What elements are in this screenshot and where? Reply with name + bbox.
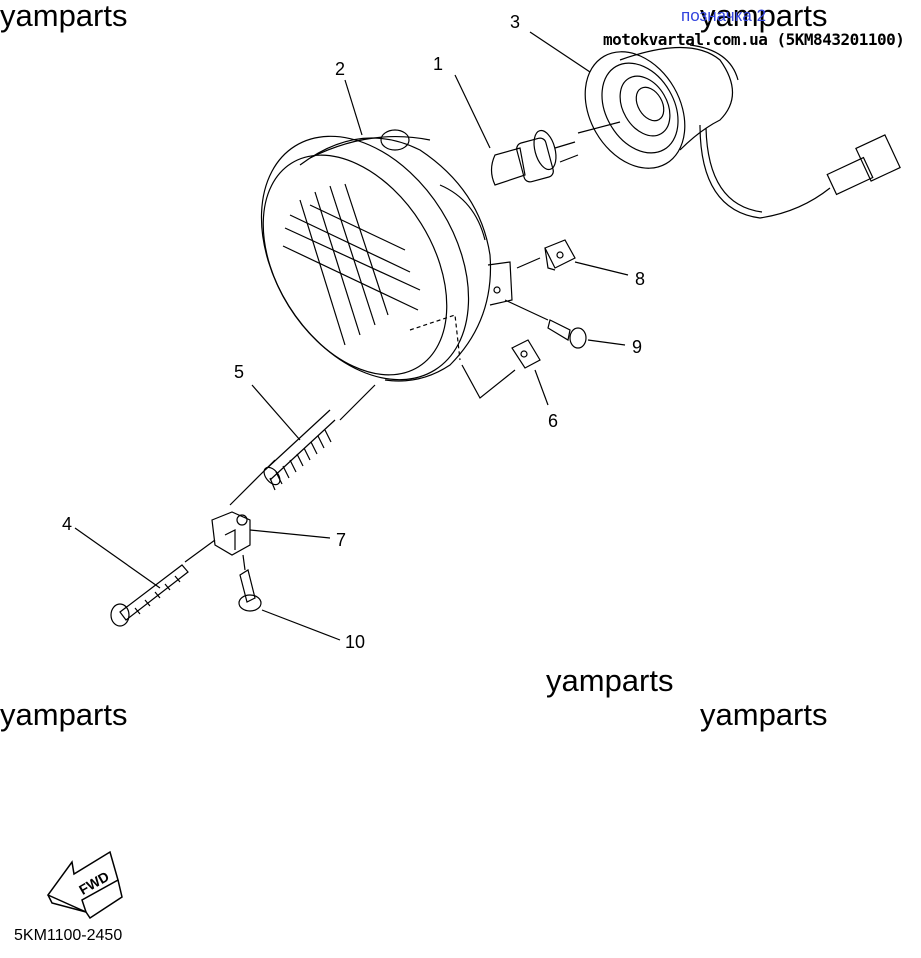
callout-1: 1 xyxy=(433,54,443,74)
bracket-nut xyxy=(544,239,576,271)
adjuster-bracket xyxy=(211,511,251,556)
source-line: motokvartal.com.ua (5KM843201100) xyxy=(603,30,905,49)
watermark-top-left: yamparts xyxy=(0,0,128,33)
leader-10 xyxy=(261,609,341,641)
leader-9 xyxy=(587,339,626,346)
callout-6: 6 xyxy=(548,411,558,431)
diagram-code: 5KM1100-2450 xyxy=(14,927,123,944)
bolt xyxy=(238,569,262,612)
clip-nut xyxy=(511,339,541,369)
socket-assembly xyxy=(584,44,901,219)
callout-7: 7 xyxy=(336,530,346,550)
title-link[interactable]: позначка 2 xyxy=(681,6,767,25)
callout-10: 10 xyxy=(345,632,365,652)
callout-4: 4 xyxy=(62,514,72,534)
screw xyxy=(547,319,587,349)
spring xyxy=(263,409,336,491)
leader-1 xyxy=(454,74,491,149)
leader-2 xyxy=(344,79,363,136)
adjusting-screw xyxy=(110,564,189,627)
leader-6 xyxy=(534,369,549,406)
leader-8 xyxy=(574,261,629,276)
watermark-mid-center: yamparts xyxy=(546,663,674,698)
fwd-arrow-icon: FWD xyxy=(46,850,123,920)
callout-2: 2 xyxy=(335,59,345,79)
watermark-mid-right: yamparts xyxy=(700,697,828,732)
watermark-top-right: yamparts xyxy=(700,0,828,33)
callout-9: 9 xyxy=(632,337,642,357)
callout-3: 3 xyxy=(510,12,520,32)
leader-5 xyxy=(251,384,301,441)
watermark-mid-left: yamparts xyxy=(0,697,128,732)
leader-4 xyxy=(74,527,161,589)
leader-7 xyxy=(249,529,331,539)
headlight-housing xyxy=(260,129,513,382)
callout-8: 8 xyxy=(635,269,645,289)
bulb xyxy=(490,129,579,186)
callout-5: 5 xyxy=(234,362,244,382)
leader-3 xyxy=(529,31,591,73)
